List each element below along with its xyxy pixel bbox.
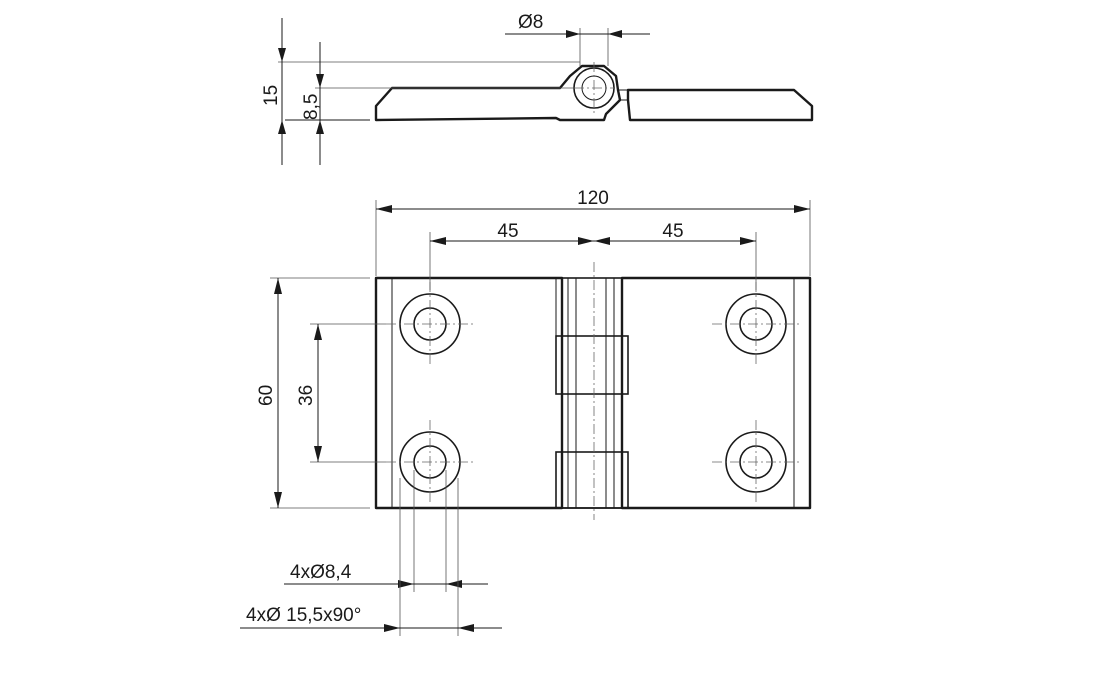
hole-bottom-left xyxy=(386,420,474,504)
dim-hole-spacing-left: 45 xyxy=(429,221,594,290)
hole-top-left xyxy=(386,282,474,364)
dim-hole-diameter: 4xØ8,4 xyxy=(284,470,488,592)
side-right-leaf-outline xyxy=(626,88,814,122)
dim-hole-spacing-right: 45 xyxy=(594,221,757,290)
overall-width-label: 120 xyxy=(577,188,609,209)
dim-overall-height-front: 60 xyxy=(256,277,370,509)
dim-overall-height-side: 15 xyxy=(261,18,580,165)
dim-pin-diameter: Ø8 xyxy=(505,12,650,66)
side-height-label: 15 xyxy=(261,85,282,106)
dim-countersink: 4xØ 15,5x90° xyxy=(240,478,502,636)
front-height-label: 60 xyxy=(256,385,277,406)
knuckle-barrel xyxy=(555,262,629,520)
vertical-spacing-label: 36 xyxy=(296,385,317,406)
hole-diameter-label: 4xØ8,4 xyxy=(290,562,352,583)
dim-leaf-thickness: 8,5 xyxy=(301,42,575,165)
side-view: Ø8 15 8,5 xyxy=(261,12,814,165)
hole-spacing-left-label: 45 xyxy=(497,221,518,242)
leaf-thickness-label: 8,5 xyxy=(301,94,322,120)
pin-diameter-label: Ø8 xyxy=(518,12,543,33)
front-view: 120 45 45 60 xyxy=(240,188,812,636)
hole-spacing-right-label: 45 xyxy=(662,221,683,242)
countersink-label: 4xØ 15,5x90° xyxy=(246,605,361,626)
left-leaf xyxy=(374,276,564,510)
hole-top-right xyxy=(712,282,800,364)
dim-overall-width: 120 xyxy=(375,188,811,276)
right-leaf xyxy=(620,276,812,510)
hole-bottom-right xyxy=(712,420,800,504)
dim-hole-spacing-vertical: 36 xyxy=(296,323,386,463)
